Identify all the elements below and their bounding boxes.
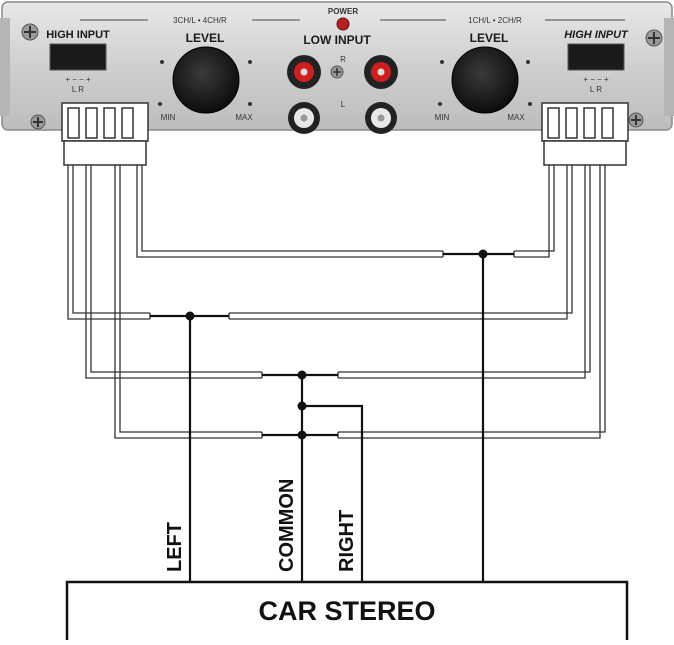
rca-jack-icon	[364, 55, 398, 89]
power-led-icon	[336, 17, 350, 31]
level-right-knob-icon[interactable]	[451, 46, 519, 114]
common-wire-label: COMMON	[276, 479, 298, 572]
max-right-label: MAX	[507, 113, 525, 122]
harness-wires	[67, 165, 606, 439]
high-input-right-socket	[567, 43, 625, 71]
right-channels-label: 1CH/L • 2CH/R	[468, 16, 522, 25]
level-left-knob-icon[interactable]	[172, 46, 240, 114]
amplifier-panel: 3CH/L • 4CH/R POWER 1CH/L • 2CH/R HIGH I…	[0, 1, 674, 134]
high-input-left-label: HIGH INPUT	[46, 29, 110, 41]
connection-lines	[150, 252, 514, 582]
junction-dots	[185, 249, 488, 440]
min-left-label: MIN	[161, 113, 176, 122]
rca-jack-icon	[365, 102, 397, 134]
left-channels-label: 3CH/L • 4CH/R	[173, 16, 227, 25]
power-label: POWER	[328, 7, 358, 16]
rca-jack-icon	[287, 55, 321, 89]
level-left-label: LEVEL	[186, 31, 225, 45]
high-input-left-socket	[49, 43, 107, 71]
rca-l-label: L	[341, 100, 346, 109]
rca-r-label: R	[340, 55, 346, 64]
left-wire-label: LEFT	[164, 522, 186, 572]
left-connector-plug	[61, 102, 149, 166]
max-left-label: MAX	[235, 113, 253, 122]
screw-icon	[30, 114, 46, 130]
polarity-right-lr: L R	[590, 85, 602, 94]
high-input-right-label: HIGH INPUT	[564, 29, 629, 41]
level-right-label: LEVEL	[470, 31, 509, 45]
screw-icon	[330, 65, 344, 79]
car-stereo-box: CAR STEREO	[65, 580, 629, 645]
low-input-label: LOW INPUT	[303, 33, 371, 47]
screw-icon	[628, 112, 644, 128]
screw-icon	[645, 29, 663, 47]
min-right-label: MIN	[435, 113, 450, 122]
right-connector-plug	[541, 102, 629, 166]
rca-jack-icon	[288, 102, 320, 134]
polarity-left-lr: L R	[72, 85, 84, 94]
car-stereo-label: CAR STEREO	[258, 596, 435, 626]
polarity-left: + − − +	[65, 75, 91, 84]
polarity-right: + − − +	[583, 75, 609, 84]
right-wire-label: RIGHT	[336, 510, 358, 572]
screw-icon	[21, 23, 39, 41]
